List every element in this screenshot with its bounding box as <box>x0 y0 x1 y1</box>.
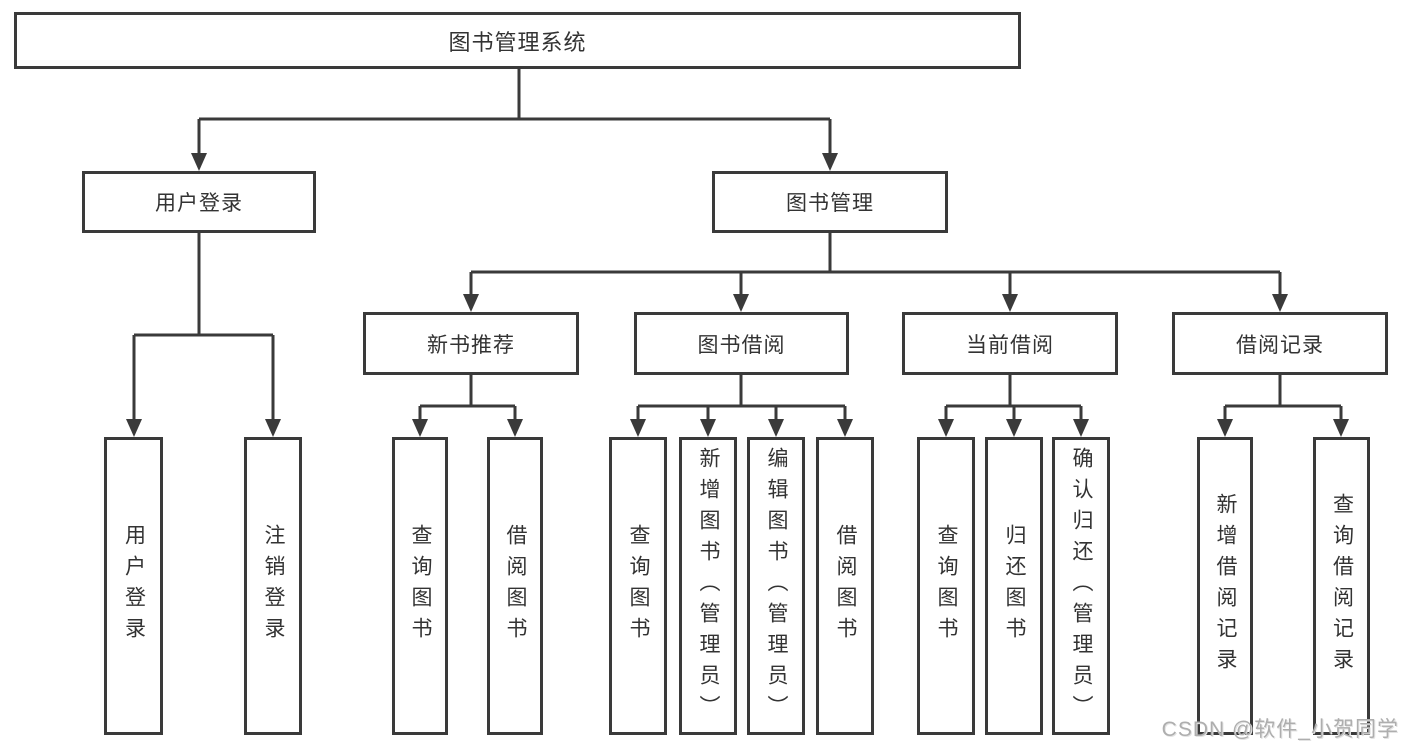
leaf-borrow-books-recommend: 借阅图书 <box>487 437 543 735</box>
leaf-edit-books-admin: 编辑图书（管理员） <box>747 437 805 735</box>
arrowheads <box>126 153 1349 437</box>
leaf-user-login: 用户登录 <box>104 437 163 735</box>
watermark: CSDN @软件_小贺同学 <box>1161 718 1399 741</box>
leaf-add-borrow-record: 新增借阅记录 <box>1197 437 1253 735</box>
leaf-borrow-books: 借阅图书 <box>816 437 874 735</box>
node-user-login: 用户登录 <box>82 171 316 233</box>
leaf-logout: 注销登录 <box>244 437 302 735</box>
node-borrow-records: 借阅记录 <box>1172 312 1388 375</box>
leaf-query-books-recommend: 查询图书 <box>392 437 448 735</box>
leaf-add-books-admin: 新增图书（管理员） <box>679 437 737 735</box>
leaf-return-books: 归还图书 <box>985 437 1043 735</box>
node-library-management-system: 图书管理系统 <box>14 12 1021 69</box>
node-current-borrow: 当前借阅 <box>902 312 1118 375</box>
leaf-confirm-return-admin: 确认归还（管理员） <box>1052 437 1110 735</box>
node-book-borrow: 图书借阅 <box>634 312 849 375</box>
leaf-query-books-borrow: 查询图书 <box>609 437 667 735</box>
node-new-book-recommend: 新书推荐 <box>363 312 579 375</box>
leaf-query-borrow-record: 查询借阅记录 <box>1313 437 1370 735</box>
leaf-query-books-current: 查询图书 <box>917 437 975 735</box>
node-book-management: 图书管理 <box>712 171 948 233</box>
